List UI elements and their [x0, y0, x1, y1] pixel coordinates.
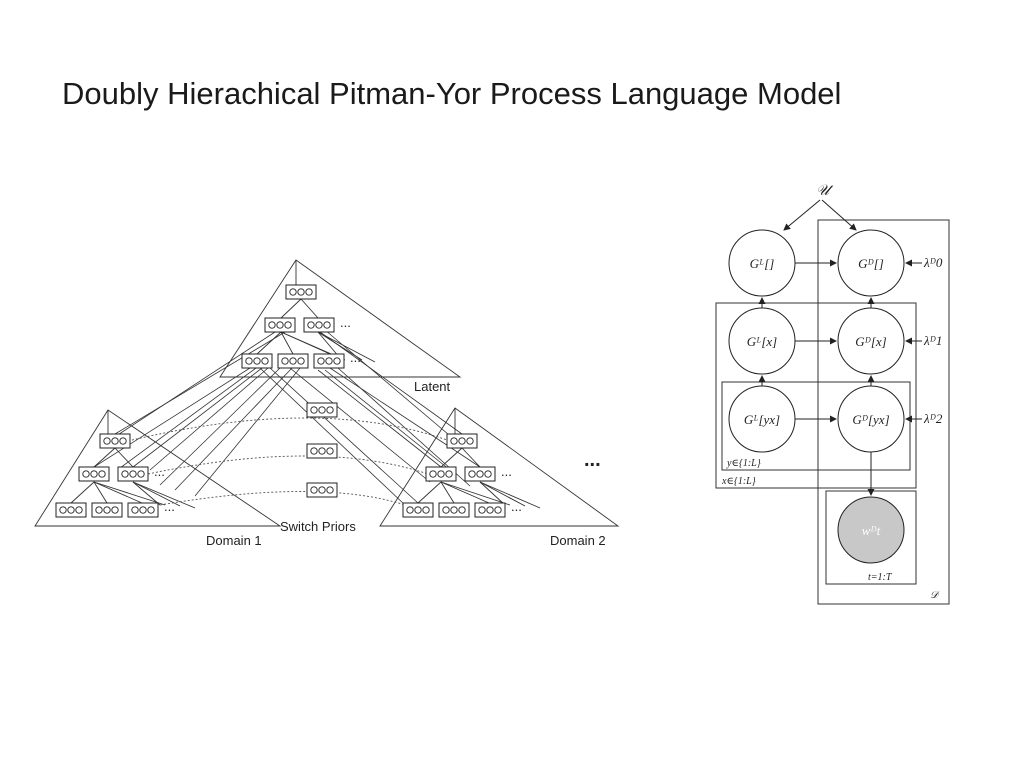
plate-y	[721, 381, 911, 471]
latent-level2-node	[277, 353, 309, 369]
domain1-ellipsis: ...	[154, 464, 165, 479]
base-measure-label: 𝒰	[816, 183, 834, 199]
edge-u-gl0	[783, 199, 821, 231]
node-gl1: Gᴸ[x]	[728, 307, 796, 375]
plate-domain	[817, 219, 950, 605]
domain1-ellipsis: ...	[164, 499, 175, 514]
switch-prior-node	[306, 402, 338, 418]
latent-label: Latent	[414, 379, 451, 394]
cross-links	[93, 329, 481, 506]
slide-title: Doubly Hierachical Pitman-Yor Process La…	[62, 76, 842, 111]
domain1-level2-node	[127, 502, 159, 518]
domain1-label: Domain 1	[206, 533, 262, 548]
domain2-root-node	[446, 433, 478, 449]
domain1-level2-node	[55, 502, 87, 518]
svg-text:wᴰt: wᴰt	[862, 523, 881, 538]
latent-level2-node	[241, 353, 273, 369]
domain1-level2-node	[91, 502, 123, 518]
plate-x-label: x∈{1:L}	[721, 476, 756, 487]
latent-level2-node	[313, 353, 345, 369]
more-domains-ellipsis: ...	[584, 449, 601, 471]
latent-ellipsis: ...	[350, 350, 361, 365]
svg-text:Gᴸ[]: Gᴸ[]	[750, 256, 775, 271]
domain2-level2-node	[474, 502, 506, 518]
latent-level1-node	[264, 317, 296, 333]
svg-text:Gᴸ[yx]: Gᴸ[yx]	[744, 412, 780, 427]
latent-level1-node	[303, 317, 335, 333]
svg-text:Gᴸ[x]: Gᴸ[x]	[747, 334, 777, 349]
node-gd2: Gᴰ[yx]	[837, 385, 905, 453]
svg-text:Gᴰ[x]: Gᴰ[x]	[855, 334, 887, 349]
edge-u-gd0	[821, 199, 857, 231]
plate-y-label: y∈{1:L}	[726, 458, 761, 469]
domain2-level1-node	[425, 466, 457, 482]
domain2-triangle	[379, 407, 620, 527]
latent-root-node	[285, 284, 317, 300]
plate-t-label: t=1:T	[868, 572, 893, 583]
node-gl0: Gᴸ[]	[728, 229, 796, 297]
plate-x	[715, 302, 917, 489]
node-observed-word: wᴰt	[837, 496, 905, 564]
switch-prior-arcs	[127, 417, 451, 506]
model-edges	[758, 259, 922, 496]
domain2-label: Domain 2	[550, 533, 606, 548]
domain1-triangle	[34, 409, 282, 527]
lambda-1: λᴰ1	[923, 333, 942, 348]
domain2-level2-node	[438, 502, 470, 518]
lambda-2: λᴰ2	[923, 411, 943, 426]
switch-prior-node	[306, 443, 338, 459]
plate-d-label: 𝒟	[930, 590, 940, 601]
domain1-level1-node	[78, 466, 110, 482]
switch-priors-label: Switch Priors	[280, 519, 356, 534]
svg-text:Gᴰ[yx]: Gᴰ[yx]	[852, 412, 889, 427]
domain2-ellipsis: ...	[501, 464, 512, 479]
node-gd0: Gᴰ[]	[837, 229, 905, 297]
domain1-level1-node	[117, 466, 149, 482]
node-gl2: Gᴸ[yx]	[728, 385, 796, 453]
svg-text:Gᴰ[]: Gᴰ[]	[858, 256, 884, 271]
domain2-level1-node	[464, 466, 496, 482]
latent-ellipsis: ...	[340, 315, 351, 330]
switch-prior-node	[306, 482, 338, 498]
domain2-level2-node	[402, 502, 434, 518]
domain1-root-node	[99, 433, 131, 449]
domain2-ellipsis: ...	[511, 499, 522, 514]
lambda-0: λᴰ0	[923, 255, 943, 270]
node-gd1: Gᴰ[x]	[837, 307, 905, 375]
